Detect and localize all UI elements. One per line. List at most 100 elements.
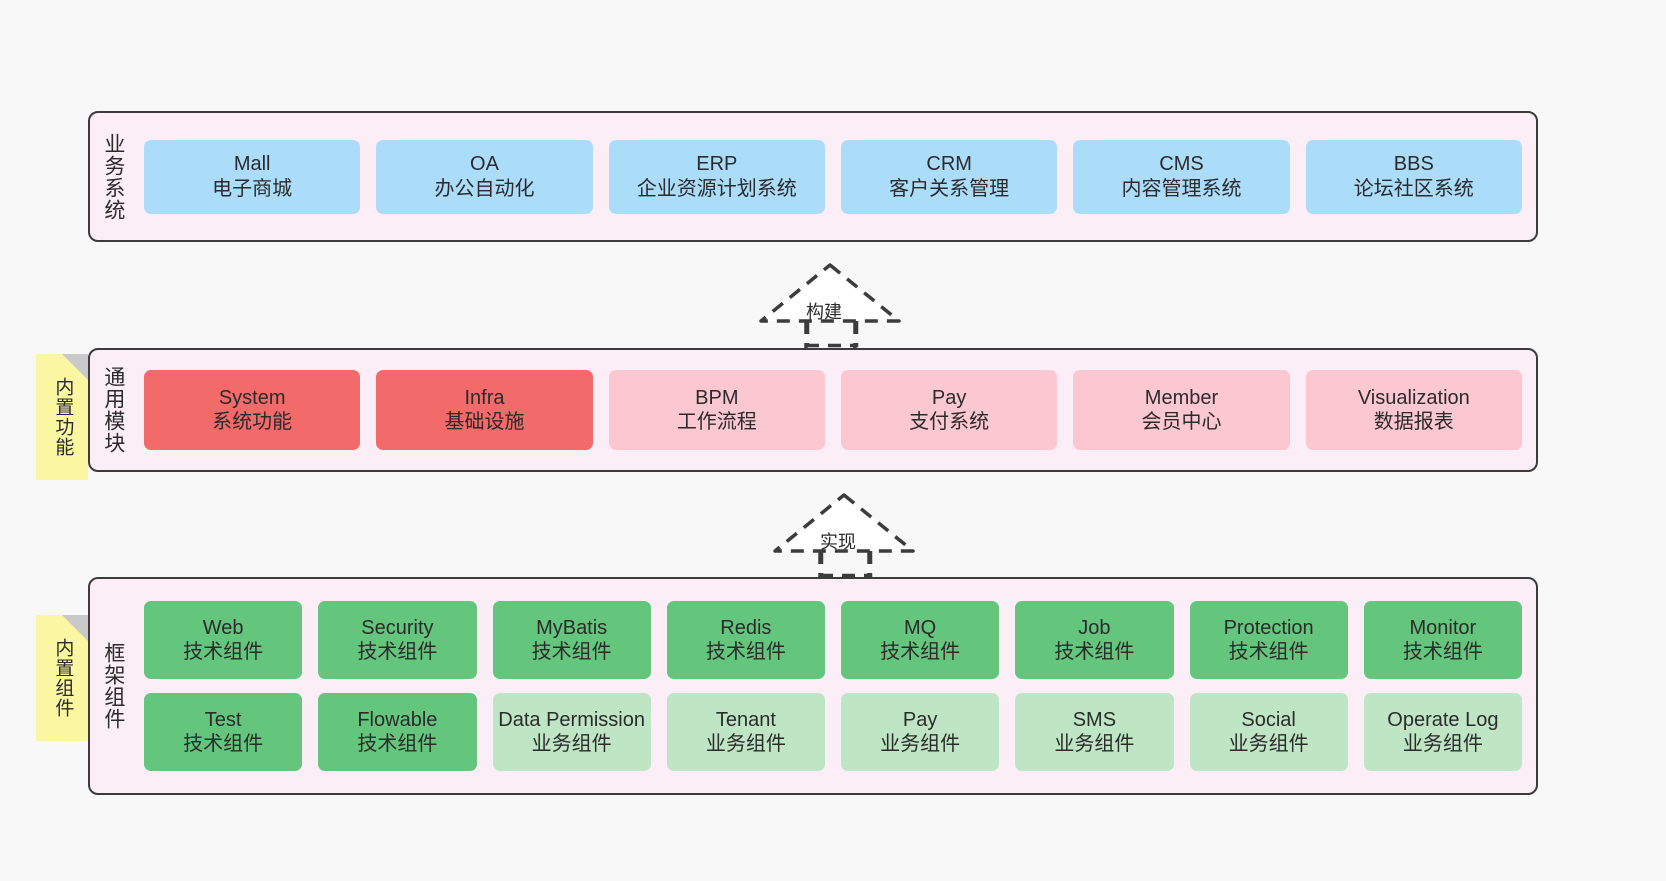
box-member[interactable]: Member 会员中心 bbox=[1073, 370, 1290, 450]
box-web[interactable]: Web 技术组件 bbox=[144, 601, 303, 679]
box-security[interactable]: Security 技术组件 bbox=[318, 601, 477, 679]
box-flowable-desc: 技术组件 bbox=[357, 733, 438, 755]
box-mybatis-desc: 技术组件 bbox=[531, 641, 612, 663]
box-infra[interactable]: Infra 基础设施 bbox=[376, 370, 593, 450]
box-system[interactable]: System 系统功能 bbox=[144, 370, 361, 450]
connector-build-label: 构建 bbox=[806, 302, 842, 322]
box-data-permission[interactable]: Data Permission 业务组件 bbox=[492, 693, 651, 771]
layer-common-module-body: System 系统功能 Infra 基础设施 BPM 工作流程 Pay 支付系统… bbox=[136, 350, 1536, 470]
layer-framework-component: 框架组件 Web 技术组件 Security 技术组件 MyBatis 技术组件… bbox=[88, 577, 1538, 795]
layer-business-system-title: 业务系统 bbox=[101, 132, 125, 221]
box-flowable-name: Flowable bbox=[357, 708, 438, 731]
box-pay-module[interactable]: Pay 支付系统 bbox=[840, 370, 1058, 450]
box-cms-name: CMS bbox=[1159, 153, 1204, 176]
box-redis[interactable]: Redis 技术组件 bbox=[666, 601, 825, 679]
box-tenant-name: Tenant bbox=[715, 708, 776, 731]
box-protection[interactable]: Protection 技术组件 bbox=[1189, 601, 1348, 679]
box-bbs-name: BBS bbox=[1393, 153, 1434, 176]
box-crm[interactable]: CRM 客户关系管理 bbox=[840, 139, 1058, 214]
box-data-permission-name: Data Permission bbox=[498, 708, 645, 731]
framework-tech-row: Web 技术组件 Security 技术组件 MyBatis 技术组件 Redi… bbox=[144, 601, 1522, 679]
box-operate-log-name: Operate Log bbox=[1387, 708, 1499, 731]
box-cms-desc: 内容管理系统 bbox=[1121, 177, 1242, 200]
layer-common-module-title: 通用模块 bbox=[101, 366, 125, 454]
box-pay-component-name: Pay bbox=[902, 708, 938, 731]
box-pay-module-desc: 支付系统 bbox=[909, 411, 990, 433]
box-operate-log[interactable]: Operate Log 业务组件 bbox=[1363, 693, 1522, 771]
connector-implement-label: 实现 bbox=[820, 532, 856, 552]
box-social[interactable]: Social 业务组件 bbox=[1189, 693, 1348, 771]
box-job-name: Job bbox=[1078, 616, 1111, 639]
box-redis-desc: 技术组件 bbox=[705, 641, 786, 663]
box-erp-desc: 企业资源计划系统 bbox=[636, 177, 797, 200]
business-system-row: Mall 电子商城 OA 办公自动化 ERP 企业资源计划系统 CRM 客户关系… bbox=[144, 139, 1522, 214]
box-web-name: Web bbox=[202, 616, 244, 639]
layer-framework-component-title: 框架组件 bbox=[101, 642, 125, 730]
box-data-permission-desc: 业务组件 bbox=[531, 733, 612, 755]
box-bbs-desc: 论坛社区系统 bbox=[1353, 177, 1474, 200]
box-bpm-name: BPM bbox=[695, 386, 739, 409]
layer-business-system-body: Mall 电子商城 OA 办公自动化 ERP 企业资源计划系统 CRM 客户关系… bbox=[136, 113, 1536, 240]
box-erp[interactable]: ERP 企业资源计划系统 bbox=[608, 139, 825, 214]
note-builtin-component: 内置组件 bbox=[36, 615, 88, 741]
box-mq-desc: 技术组件 bbox=[880, 641, 961, 663]
box-mall-name: Mall bbox=[233, 153, 271, 176]
box-visualization[interactable]: Visualization 数据报表 bbox=[1305, 370, 1522, 450]
box-web-desc: 技术组件 bbox=[183, 641, 264, 663]
box-system-desc: 系统功能 bbox=[212, 411, 293, 433]
box-system-name: System bbox=[218, 386, 286, 409]
box-tenant-desc: 业务组件 bbox=[705, 733, 786, 755]
box-test-name: Test bbox=[204, 708, 242, 731]
box-crm-name: CRM bbox=[926, 153, 972, 176]
box-protection-name: Protection bbox=[1223, 616, 1314, 639]
box-bpm-desc: 工作流程 bbox=[676, 411, 757, 433]
box-test-desc: 技术组件 bbox=[183, 733, 264, 755]
box-redis-name: Redis bbox=[720, 616, 772, 639]
box-sms-name: SMS bbox=[1072, 708, 1117, 731]
framework-biz-row: Test 技术组件 Flowable 技术组件 Data Permission … bbox=[144, 693, 1522, 771]
box-oa[interactable]: OA 办公自动化 bbox=[376, 139, 593, 214]
common-module-row: System 系统功能 Infra 基础设施 BPM 工作流程 Pay 支付系统… bbox=[144, 370, 1522, 450]
layer-framework-component-body: Web 技术组件 Security 技术组件 MyBatis 技术组件 Redi… bbox=[136, 579, 1536, 793]
layer-common-module: 通用模块 System 系统功能 Infra 基础设施 BPM 工作流程 Pay… bbox=[88, 348, 1538, 472]
box-sms[interactable]: SMS 业务组件 bbox=[1015, 693, 1174, 771]
box-sms-desc: 业务组件 bbox=[1054, 733, 1135, 755]
box-infra-desc: 基础设施 bbox=[444, 411, 525, 433]
box-bpm[interactable]: BPM 工作流程 bbox=[608, 370, 825, 450]
box-protection-desc: 技术组件 bbox=[1228, 641, 1309, 663]
box-operate-log-desc: 业务组件 bbox=[1402, 733, 1483, 755]
box-mall[interactable]: Mall 电子商城 bbox=[144, 139, 361, 214]
connector-build-stem-lines bbox=[805, 321, 859, 348]
box-mybatis[interactable]: MyBatis 技术组件 bbox=[492, 601, 651, 679]
box-social-desc: 业务组件 bbox=[1228, 733, 1309, 755]
box-security-desc: 技术组件 bbox=[357, 641, 438, 663]
box-pay-module-name: Pay bbox=[931, 386, 967, 409]
box-oa-name: OA bbox=[470, 153, 499, 176]
connector-build-stem bbox=[805, 321, 859, 348]
layer-business-system: 业务系统 Mall 电子商城 OA 办公自动化 ERP 企业资源计划系统 CRM… bbox=[88, 111, 1538, 242]
box-tenant[interactable]: Tenant 业务组件 bbox=[666, 693, 825, 771]
box-visualization-name: Visualization bbox=[1357, 386, 1470, 409]
box-mq[interactable]: MQ 技术组件 bbox=[841, 601, 1000, 679]
box-cms[interactable]: CMS 内容管理系统 bbox=[1073, 139, 1290, 214]
box-crm-desc: 客户关系管理 bbox=[889, 177, 1010, 200]
box-flowable[interactable]: Flowable 技术组件 bbox=[318, 693, 477, 771]
box-visualization-desc: 数据报表 bbox=[1373, 411, 1454, 433]
box-mybatis-name: MyBatis bbox=[536, 616, 608, 639]
box-security-name: Security bbox=[361, 616, 434, 639]
box-mq-name: MQ bbox=[904, 616, 937, 639]
box-monitor-name: Monitor bbox=[1409, 616, 1477, 639]
box-pay-component[interactable]: Pay 业务组件 bbox=[841, 693, 1000, 771]
box-social-name: Social bbox=[1241, 708, 1296, 731]
box-bbs[interactable]: BBS 论坛社区系统 bbox=[1305, 139, 1522, 214]
box-monitor[interactable]: Monitor 技术组件 bbox=[1363, 601, 1522, 679]
box-test[interactable]: Test 技术组件 bbox=[144, 693, 303, 771]
box-pay-component-desc: 业务组件 bbox=[880, 733, 961, 755]
note-builtin-function-label: 内置功能 bbox=[52, 377, 74, 457]
box-job[interactable]: Job 技术组件 bbox=[1015, 601, 1174, 679]
connector-implement-stem bbox=[819, 551, 873, 578]
box-member-desc: 会员中心 bbox=[1141, 411, 1222, 433]
box-mall-desc: 电子商城 bbox=[212, 177, 293, 200]
box-job-desc: 技术组件 bbox=[1054, 641, 1135, 663]
